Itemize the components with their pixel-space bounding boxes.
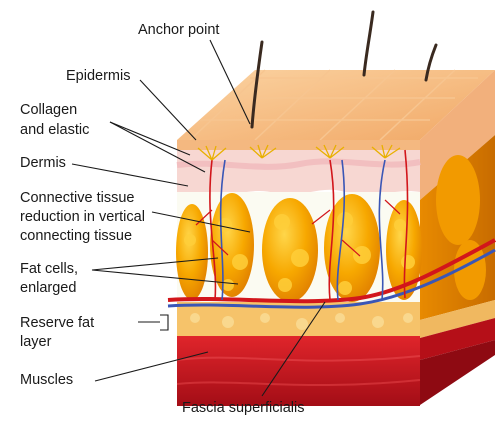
label-connective-line2: reduction in vertical: [20, 209, 145, 225]
label-dermis: Dermis: [20, 155, 66, 171]
label-collagen-line1: Collagen: [20, 102, 77, 118]
epidermis-layer: [177, 140, 420, 150]
label-muscles: Muscles: [20, 372, 73, 388]
reserve-fat-layer: [177, 302, 420, 336]
label-fat-cells-line2: enlarged: [20, 280, 76, 296]
muscle-layer: [176, 336, 421, 406]
label-epidermis: Epidermis: [66, 68, 130, 84]
hair-shafts: [250, 10, 438, 129]
label-fat-cells-line1: Fat cells,: [20, 261, 78, 277]
label-reserve-fat-line2: layer: [20, 334, 52, 350]
label-fascia-superficialis: Fascia superficialis: [182, 400, 305, 416]
label-connective-line1: Connective tissue: [20, 190, 134, 206]
vertical-vessels: [195, 149, 409, 301]
collagen-fibers: [197, 144, 401, 161]
label-reserve-fat-line1: Reserve fat: [20, 315, 94, 331]
block-right-side: [420, 70, 495, 405]
label-connective-line3: connecting tissue: [20, 228, 132, 244]
label-collagen-line2: and elastic: [20, 122, 89, 138]
leader-lines: [71, 39, 326, 397]
fascia-vessels: [167, 238, 496, 309]
label-anchor-point: Anchor point: [138, 22, 219, 38]
labels: Anchor point Epidermis Collagen and elas…: [20, 22, 305, 416]
